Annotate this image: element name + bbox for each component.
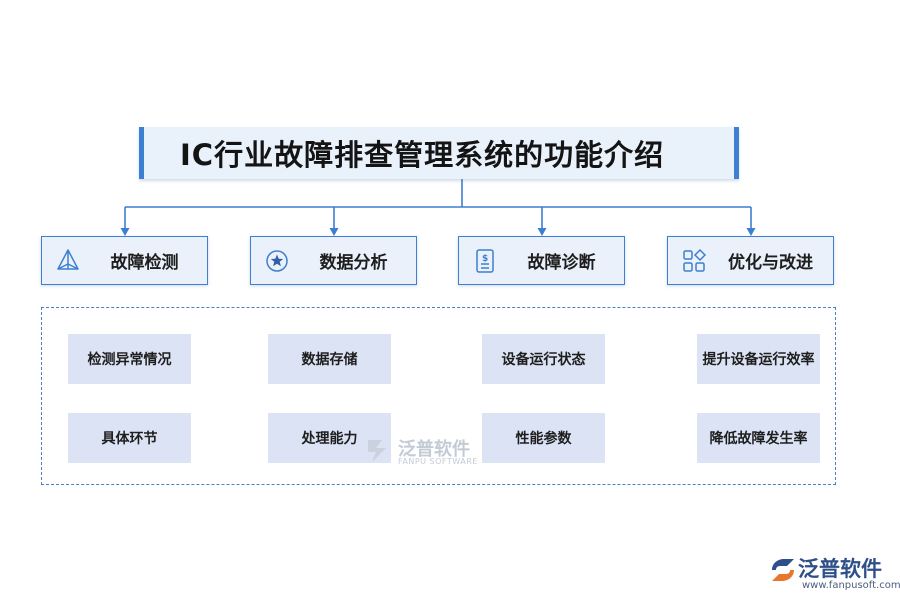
watermark-sub: FANPU SOFTWARE [398, 457, 478, 466]
item-performance-params: 性能参数 [482, 413, 605, 463]
category-optimization: 优化与改进 [667, 236, 834, 285]
svg-text:$: $ [482, 254, 488, 264]
category-fault-diagnosis: $ 故障诊断 [458, 236, 625, 285]
item-reduce-failures: 降低故障发生率 [697, 413, 820, 463]
diagram-title-box: IC行业故障排查管理系统的功能介绍 [139, 127, 739, 179]
watermark-logo-icon [368, 440, 386, 462]
category-label: 优化与改进 [728, 253, 813, 273]
document-dollar-icon: $ [476, 249, 494, 273]
item-detect-anomaly: 检测异常情况 [68, 334, 191, 384]
watermark: 泛普软件 FANPU SOFTWARE [362, 434, 492, 468]
sub-items-container [41, 307, 836, 485]
category-data-analysis: 数据分析 [250, 236, 417, 285]
brand-url: www.fanpusoft.com [802, 580, 900, 591]
item-processing-capacity: 处理能力 [268, 413, 391, 463]
brand-logo: 泛普软件 www.fanpusoft.com [768, 553, 900, 595]
item-data-storage: 数据存储 [268, 334, 391, 384]
grid-apps-icon [683, 248, 707, 272]
category-label: 数据分析 [319, 253, 388, 273]
category-fault-detection: 故障检测 [41, 236, 208, 285]
watermark-name: 泛普软件 [398, 439, 470, 460]
brand-name: 泛普软件 [798, 557, 882, 581]
item-specific-stage: 具体环节 [68, 413, 191, 463]
category-label: 故障诊断 [527, 253, 596, 273]
brand-logo-icon [772, 559, 794, 581]
item-improve-efficiency: 提升设备运行效率 [697, 334, 820, 384]
category-label: 故障检测 [110, 253, 179, 273]
diagram-title: IC行业故障排查管理系统的功能介绍 [180, 138, 665, 172]
pyramid-icon [57, 249, 79, 270]
item-equipment-status: 设备运行状态 [482, 334, 605, 384]
star-badge-icon [266, 250, 288, 272]
